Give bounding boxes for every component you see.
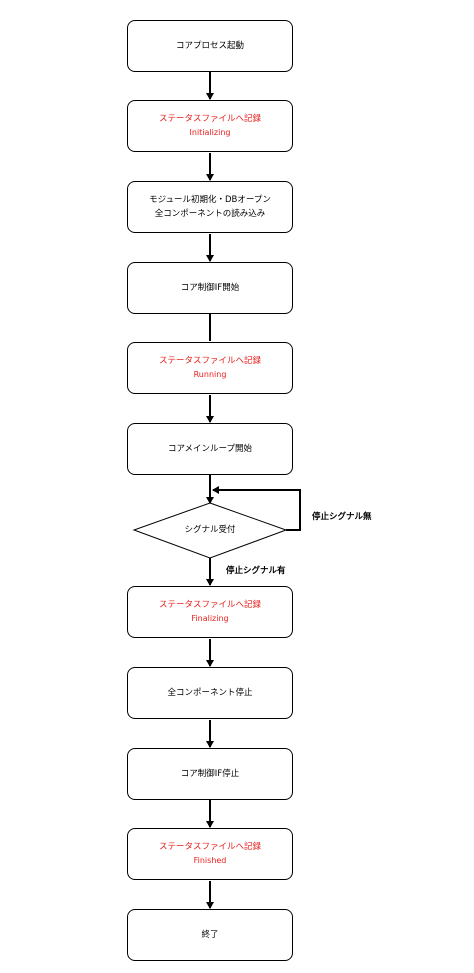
decision-label: シグナル受付 [184,525,236,535]
process-box-main-loop: コアメインループ開始 [127,423,293,475]
process-box-line: Finished [193,856,227,865]
edge-label-no-stop: 停止シグナル無 [312,512,372,522]
process-box-end: 終了 [127,909,293,961]
loop-edge [212,486,301,531]
edge-label-stop: 停止シグナル有 [226,566,286,576]
process-box-status-run: ステータスファイルへ記録 Running [127,342,293,394]
process-box-line: Running [193,370,227,379]
process-box-stop-if: コア制御IF停止 [127,748,293,800]
process-box-status-done: ステータスファイルへ記録 Finished [127,828,293,880]
process-box-status-fin: ステータスファイルへ記録 Finalizing [127,586,293,638]
process-box-line: コア制御IF開始 [180,283,240,293]
process-box-stop-all: 全コンポーネント停止 [127,667,293,719]
process-box-line: コア制御IF停止 [180,769,240,779]
process-box-line: モジュール初期化・DBオープン [149,195,271,205]
process-box-line: ステータスファイルへ記録 [158,114,261,124]
decision-diamond [132,502,288,559]
process-box-status-init: ステータスファイルへ記録 Initializing [127,100,293,152]
process-box-line: コアプロセス起動 [175,41,244,51]
process-box-load: モジュール初期化・DBオープン全コンポーネントの読み込み [127,181,293,233]
process-box-core-if: コア制御IF開始 [127,262,293,314]
process-box-line: ステータスファイルへ記録 [158,356,261,366]
process-box-line: コアメインループ開始 [167,444,253,454]
process-box-line: ステータスファイルへ記録 [158,842,261,852]
process-box-line: Initializing [189,128,231,137]
process-box-line: 終了 [201,930,219,940]
process-box-line: ステータスファイルへ記録 [158,600,261,610]
process-box-line: 全コンポーネントの読み込み [154,209,266,219]
process-box-start: コアプロセス起動 [127,20,293,72]
process-box-line: Finalizing [191,614,229,623]
process-box-line: 全コンポーネント停止 [167,688,253,698]
